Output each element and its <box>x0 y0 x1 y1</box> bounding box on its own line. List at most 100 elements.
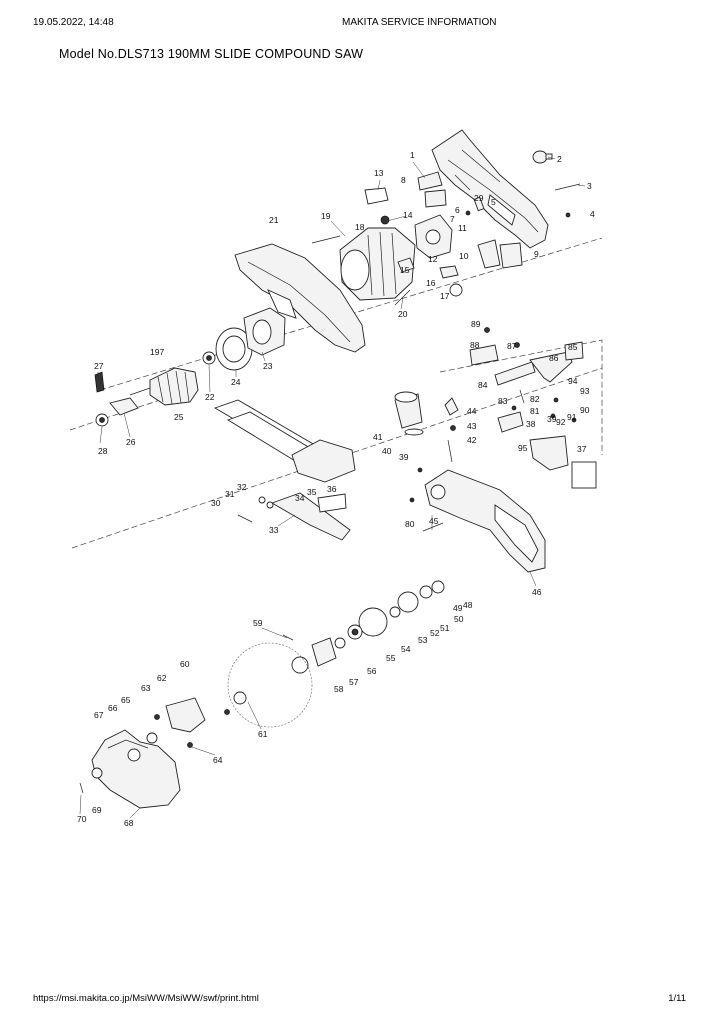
washer-part <box>91 767 103 779</box>
screw-part <box>79 782 84 794</box>
pin-part <box>465 210 471 216</box>
screw-part <box>311 235 341 244</box>
part-number: 24 <box>231 377 241 387</box>
switch-part <box>417 171 443 191</box>
part-number: 7 <box>450 214 455 224</box>
part-number: 15 <box>400 265 410 275</box>
cover-part <box>499 242 523 269</box>
part-number: 70 <box>77 814 87 824</box>
part-number: 9 <box>534 249 539 259</box>
print-datetime: 19.05.2022, 14:48 <box>33 17 114 28</box>
part-number: 68 <box>124 818 134 828</box>
part-number: 42 <box>467 435 477 445</box>
part-number: 50 <box>454 614 464 624</box>
cap-part <box>397 257 415 273</box>
screw-part <box>553 397 559 403</box>
part-number: 45 <box>429 516 439 526</box>
spindle-assembly <box>291 580 445 674</box>
part-number: 40 <box>382 446 392 456</box>
handle-housing-left <box>234 243 366 353</box>
part-number: 5 <box>491 197 496 207</box>
part-number: 1 <box>410 150 415 160</box>
part-number: 60 <box>180 659 190 669</box>
part-number: 46 <box>532 587 542 597</box>
part-number: 82 <box>530 394 540 404</box>
footer-url: https://msi.makita.co.jp/MsiWW/MsiWW/swf… <box>33 993 259 1004</box>
washer-part <box>146 732 158 744</box>
part-number: 3 <box>587 181 592 191</box>
part-number: 31 <box>225 489 235 499</box>
screw-part <box>554 183 581 191</box>
part-number: 92 <box>556 417 566 427</box>
blade-case <box>424 469 546 573</box>
cover-part <box>529 435 569 471</box>
motor-housing <box>339 227 416 301</box>
part-number: 91 <box>567 412 577 422</box>
part-number: 52 <box>430 628 440 638</box>
handle-housing-right <box>431 129 549 249</box>
part-number: 12 <box>428 254 438 264</box>
part-number: 21 <box>269 215 279 225</box>
part-number: 64 <box>213 755 223 765</box>
holder-plate <box>270 492 351 541</box>
part-number: 197 <box>150 347 164 357</box>
part-number: 34 <box>295 493 305 503</box>
field-stator <box>243 307 286 356</box>
part-number: 59 <box>253 618 263 628</box>
part-number: 80 <box>405 519 415 529</box>
part-number: 57 <box>349 677 359 687</box>
shaft-part <box>422 522 444 532</box>
part-number: 38 <box>526 419 536 429</box>
part-number: 86 <box>549 353 559 363</box>
part-number: 26 <box>126 437 136 447</box>
section-divider <box>69 399 161 431</box>
part-number: 16 <box>426 278 436 288</box>
part-number: 81 <box>530 406 540 416</box>
screw-part <box>409 497 415 503</box>
pin-part <box>94 371 105 393</box>
part-number: 30 <box>211 498 221 508</box>
part-number: 95 <box>518 443 528 453</box>
bolt-part <box>447 439 453 463</box>
screw-part <box>565 212 571 218</box>
part-number-labels: 1 2 3 4 5 6 7 8 9 10 11 12 13 14 15 16 1… <box>77 150 595 828</box>
section-divider <box>439 339 603 455</box>
screw-part <box>514 342 520 348</box>
part-number: 29 <box>474 193 484 203</box>
part-number: 84 <box>478 380 488 390</box>
part-number: 13 <box>374 168 384 178</box>
model-title: Model No.DLS713 190MM SLIDE COMPOUND SAW <box>59 47 364 61</box>
bolt-part <box>224 709 230 715</box>
knob-part <box>532 150 553 164</box>
part-number: 49 <box>453 603 463 613</box>
part-number: 67 <box>94 710 104 720</box>
part-number: 41 <box>373 432 383 442</box>
label-plate <box>571 461 597 489</box>
part-number: 85 <box>568 342 578 352</box>
screw-part <box>484 327 490 333</box>
part-number: 19 <box>321 211 331 221</box>
spring-part <box>473 196 485 212</box>
part-number: 58 <box>334 684 344 694</box>
part-number: 83 <box>498 396 508 406</box>
part-number: 2 <box>557 154 562 164</box>
screw-part <box>417 467 423 473</box>
part-number: 94 <box>568 376 578 386</box>
armature <box>129 367 199 406</box>
part-number: 4 <box>590 209 595 219</box>
part-number: 18 <box>355 222 365 232</box>
screw-part <box>571 417 577 423</box>
bolt-part <box>237 514 253 523</box>
leader-lines <box>79 156 586 819</box>
part-number: 61 <box>258 729 268 739</box>
ring-part <box>404 428 424 436</box>
page-number: 1/11 <box>668 993 686 1004</box>
lever-part <box>444 397 459 416</box>
part-number: 37 <box>577 444 587 454</box>
part-number: 88 <box>470 340 480 350</box>
part-number: 33 <box>269 525 279 535</box>
plate-part <box>364 187 389 205</box>
part-number: 44 <box>467 406 477 416</box>
bolt-part <box>282 634 294 641</box>
brush-holder <box>380 214 453 259</box>
